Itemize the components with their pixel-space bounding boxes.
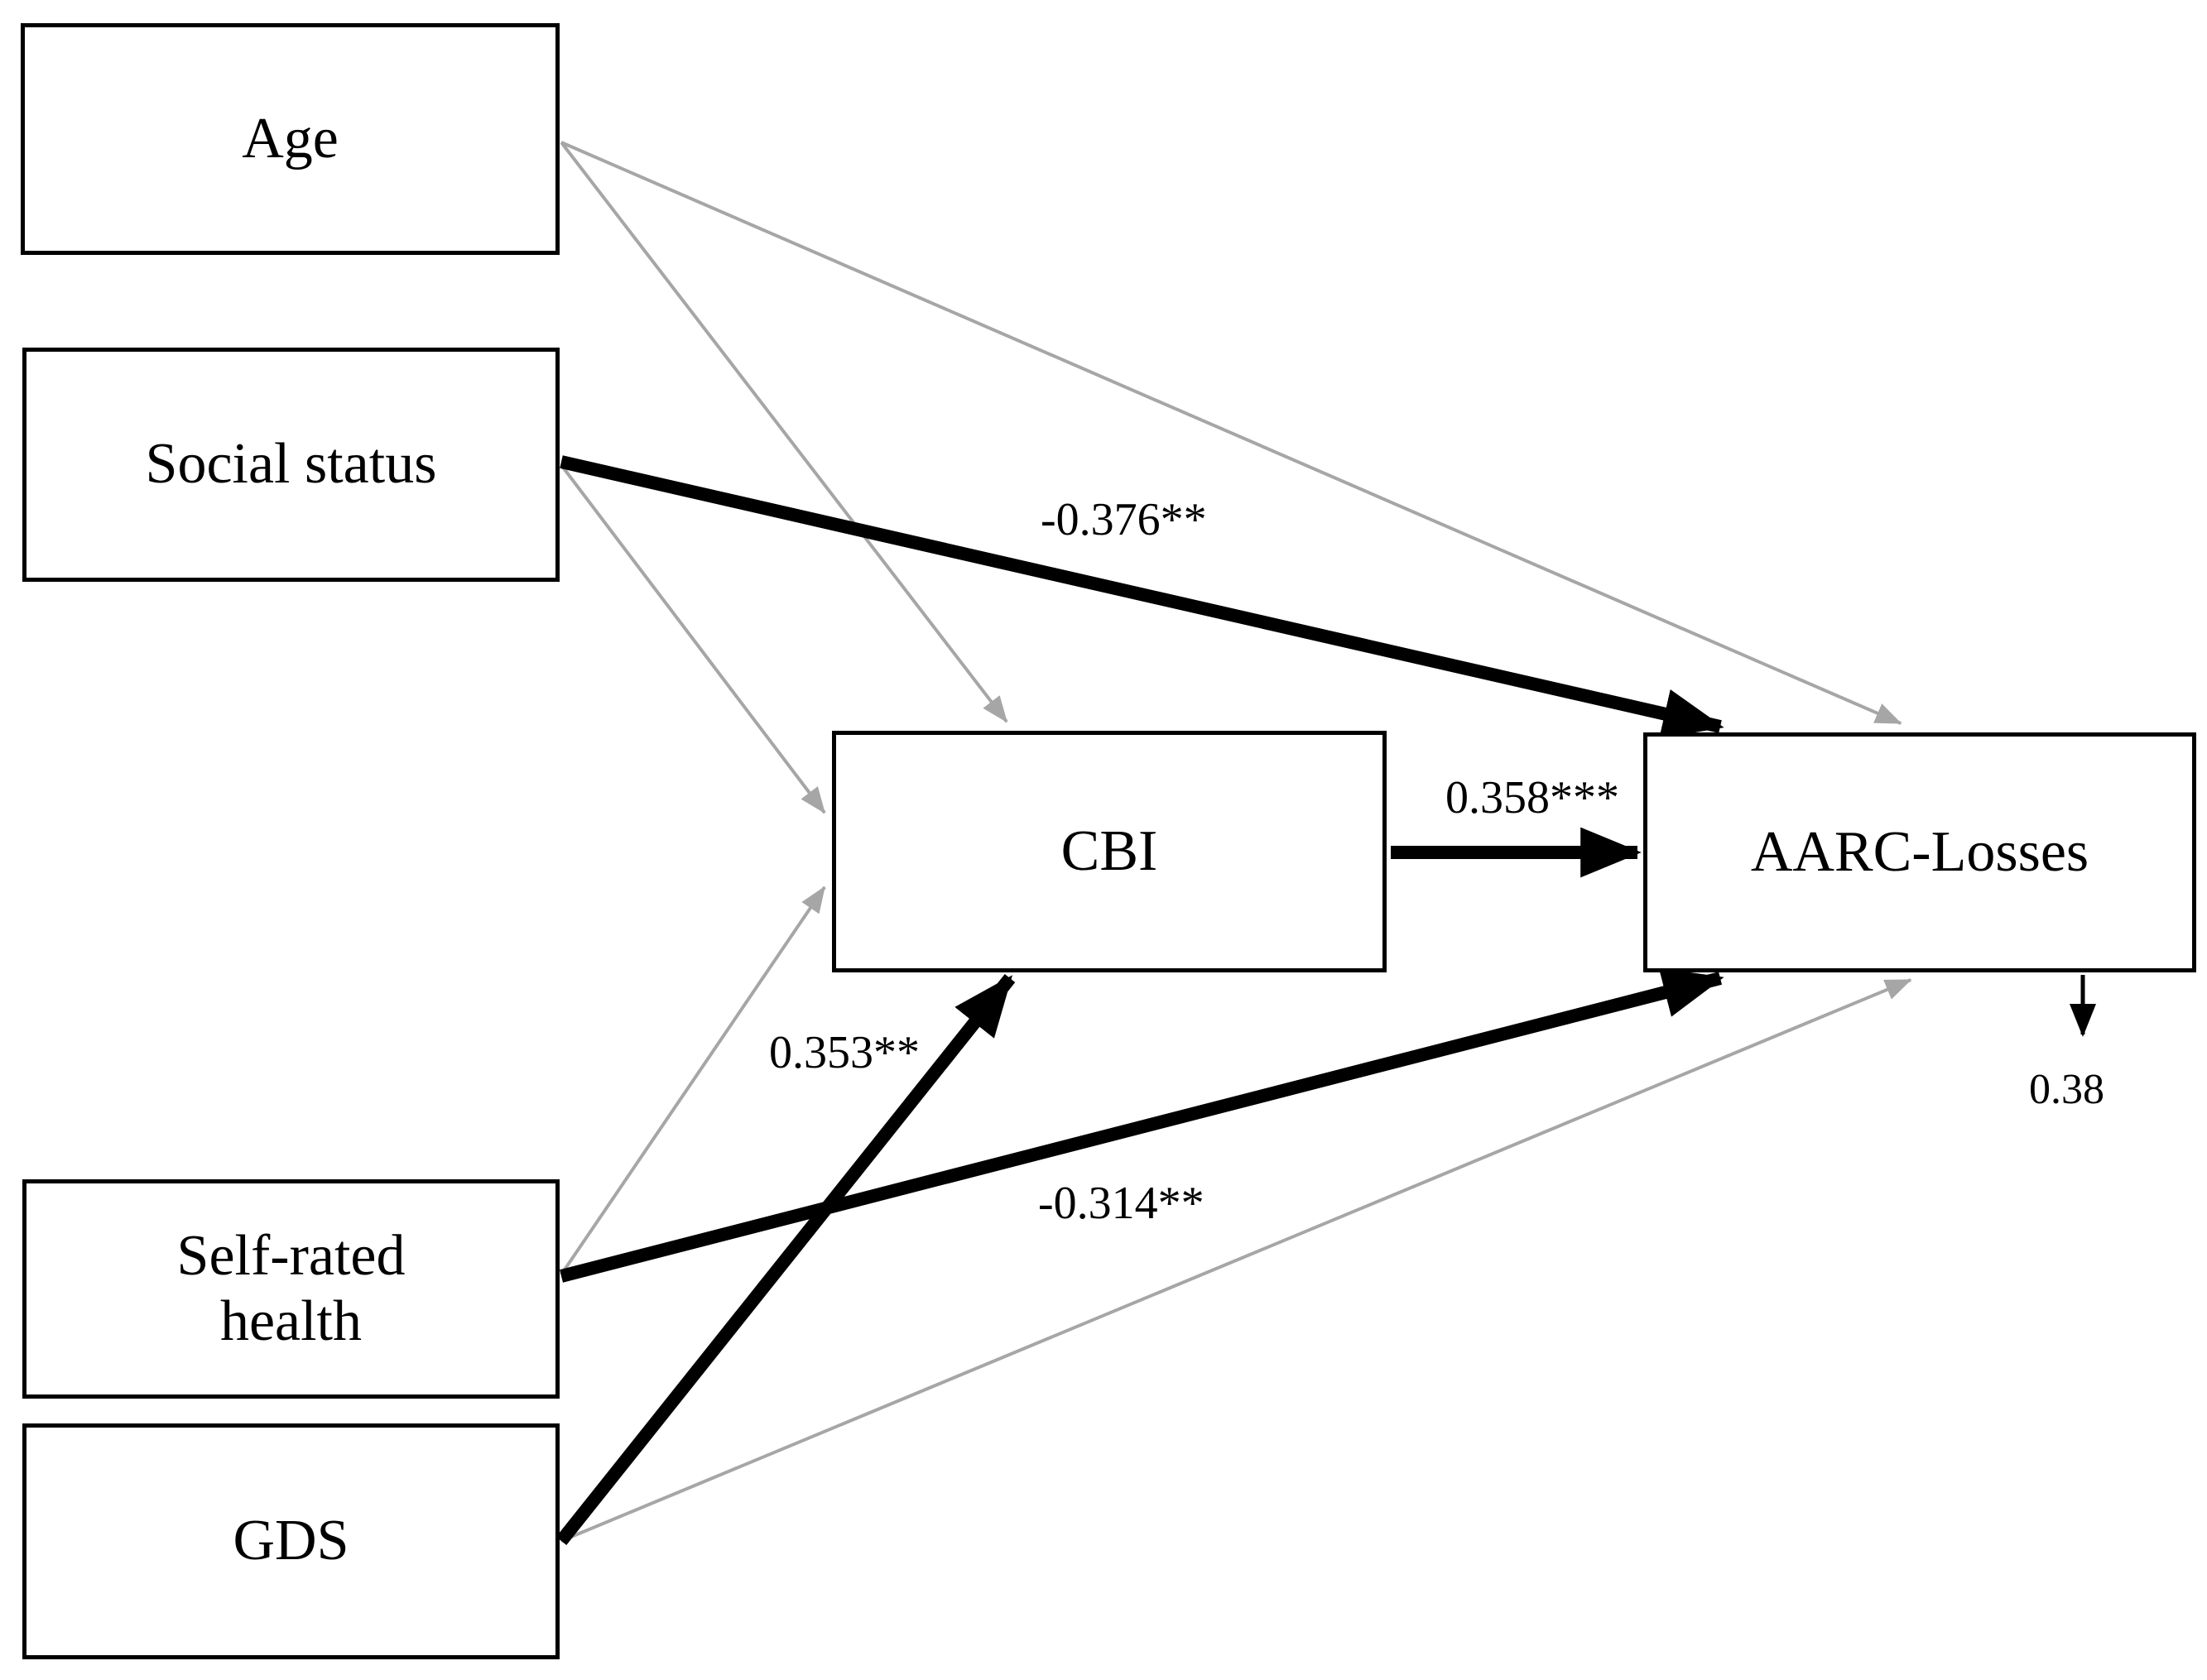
path-self-rated-health-to-cbi xyxy=(560,886,826,1276)
path-gds-to-aarc-losses xyxy=(560,978,1912,1543)
path-social-status-to-aarc-losses xyxy=(560,455,1724,739)
edge-label-gds-to-cbi: 0.353** xyxy=(769,1027,920,1078)
node-box-cbi[interactable]: CBI xyxy=(832,731,1387,972)
residual-value-aarc-losses: 0.38 xyxy=(2029,1066,2104,1113)
node-label-gds: GDS xyxy=(233,1509,349,1573)
node-box-aarc-losses[interactable]: AARC-Losses xyxy=(1643,732,2196,972)
path-self-rated-health-to-aarc-losses xyxy=(560,967,1724,1283)
node-label-age: Age xyxy=(242,106,339,170)
path-social-status-to-cbi xyxy=(560,463,826,814)
edge-label-cbi-to-aarc-losses: 0.358*** xyxy=(1445,772,1619,823)
node-label-self-rated-health: Self-rated health xyxy=(176,1224,406,1353)
node-box-self-rated-health[interactable]: Self-rated health xyxy=(22,1179,560,1399)
node-label-social-status: Social status xyxy=(145,432,437,497)
node-label-cbi: CBI xyxy=(1060,818,1158,883)
node-label-aarc-losses: AARC-Losses xyxy=(1750,819,2089,884)
node-box-age[interactable]: Age xyxy=(21,23,560,255)
node-box-gds[interactable]: GDS xyxy=(22,1423,560,1659)
node-box-social-status[interactable]: Social status xyxy=(22,348,560,582)
edge-label-social-status-to-aarc-losses: -0.376** xyxy=(1041,494,1207,545)
path-gds-to-cbi xyxy=(555,974,1016,1545)
path-age-to-aarc-losses xyxy=(560,141,1902,725)
edge-label-self-rated-health-to-aarc-losses: -0.314** xyxy=(1038,1178,1204,1229)
path-age-to-cbi xyxy=(560,141,1008,723)
